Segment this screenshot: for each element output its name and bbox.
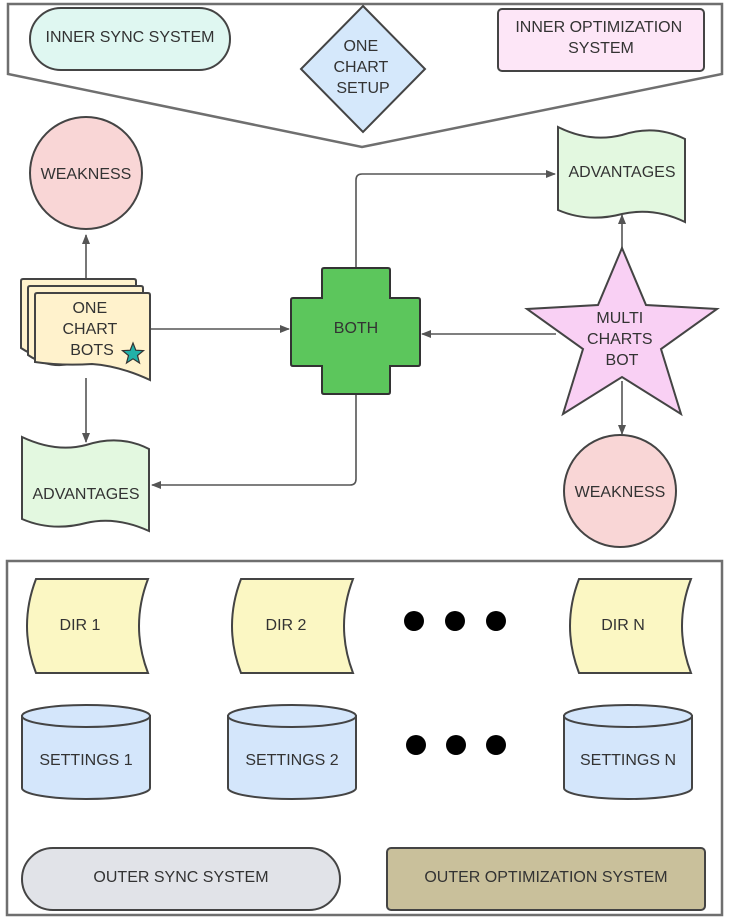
settings-2-top [227, 704, 357, 728]
dir-n-label: DIR N [601, 617, 645, 634]
one-chart-bots-label: ONE CHART BOTS [63, 300, 122, 359]
settings-2-node [227, 704, 357, 800]
settings-ellipsis-dot-1 [406, 735, 426, 755]
settings-2-label: SETTINGS 2 [245, 752, 338, 769]
one-chart-bots-front-page [34, 292, 151, 382]
weakness-top-label: WEAKNESS [41, 166, 132, 183]
inner-optimization-line-2: SYSTEM [568, 40, 634, 57]
one-chart-bots-line-2: CHART [63, 321, 118, 338]
multi-charts-bot-line-3: BOT [606, 352, 639, 369]
settings-1-label: SETTINGS 1 [39, 752, 132, 769]
dir-1-node [26, 578, 150, 674]
settings-ellipsis-dot-3 [486, 735, 506, 755]
weakness-bottom-label: WEAKNESS [575, 484, 666, 501]
dir-n-node [569, 578, 693, 674]
one-chart-setup-node [299, 4, 427, 134]
multi-charts-bot-node [524, 245, 720, 417]
multi-charts-bot-line-1: MULTI [596, 310, 643, 327]
settings-ellipsis-dots [406, 735, 506, 755]
dir-2-node [231, 578, 355, 674]
weakness-bottom-node [563, 434, 677, 548]
settings-n-label: SETTINGS N [580, 752, 676, 769]
settings-ellipsis-dot-2 [446, 735, 466, 755]
weakness-top-node [29, 116, 143, 230]
outer-optimization-system-label: OUTER OPTIMIZATION SYSTEM [424, 869, 667, 886]
settings-2-body [227, 715, 357, 800]
advantages-top-node [557, 125, 686, 224]
advantages-bottom-node [21, 435, 150, 533]
dir-2-label: DIR 2 [266, 617, 307, 634]
inner-optimization-system-label: INNER OPTIMIZATION SYSTEM [515, 19, 686, 57]
one-chart-setup-line-2: CHART [334, 59, 389, 76]
dir-1-label: DIR 1 [60, 617, 101, 634]
one-chart-setup-label: ONE CHART SETUP [334, 38, 393, 97]
one-chart-setup-line-3: SETUP [336, 80, 389, 97]
settings-n-node [563, 704, 693, 800]
inner-optimization-line-1: INNER OPTIMIZATION [515, 19, 682, 36]
advantages-top-label: ADVANTAGES [569, 164, 676, 181]
inner-sync-system-node [29, 7, 231, 71]
outer-optimization-system-node [386, 847, 706, 911]
inner-sync-system-label: INNER SYNC SYSTEM [46, 29, 215, 46]
one-chart-setup-line-1: ONE [343, 38, 378, 55]
arrow-both-to-advantages-top [355, 170, 556, 268]
settings-n-top [563, 704, 693, 728]
settings-1-node [21, 704, 151, 800]
settings-1-top [21, 704, 151, 728]
star-icon [120, 341, 146, 365]
one-chart-bots-line-3: BOTS [70, 342, 114, 359]
one-chart-bots-node [20, 278, 151, 382]
dir-ellipsis-dot-1 [404, 611, 424, 631]
outer-sync-system-label: OUTER SYNC SYSTEM [93, 869, 268, 886]
dir-ellipsis-dot-2 [445, 611, 465, 631]
both-label: BOTH [334, 320, 378, 337]
advantages-bottom-label: ADVANTAGES [33, 486, 140, 503]
inner-optimization-system-node [497, 8, 705, 72]
one-chart-bots-line-1: ONE [72, 300, 107, 317]
settings-n-body [563, 715, 693, 800]
multi-charts-bot-line-2: CHARTS [587, 331, 653, 348]
dir-ellipsis-dots [404, 611, 506, 631]
dir-ellipsis-dot-3 [486, 611, 506, 631]
arrow-both-to-advantages-bottom [151, 392, 357, 489]
both-node [290, 267, 421, 395]
settings-1-body [21, 715, 151, 800]
outer-sync-system-node [21, 847, 341, 911]
multi-charts-bot-label: MULTI CHARTS BOT [587, 310, 657, 369]
